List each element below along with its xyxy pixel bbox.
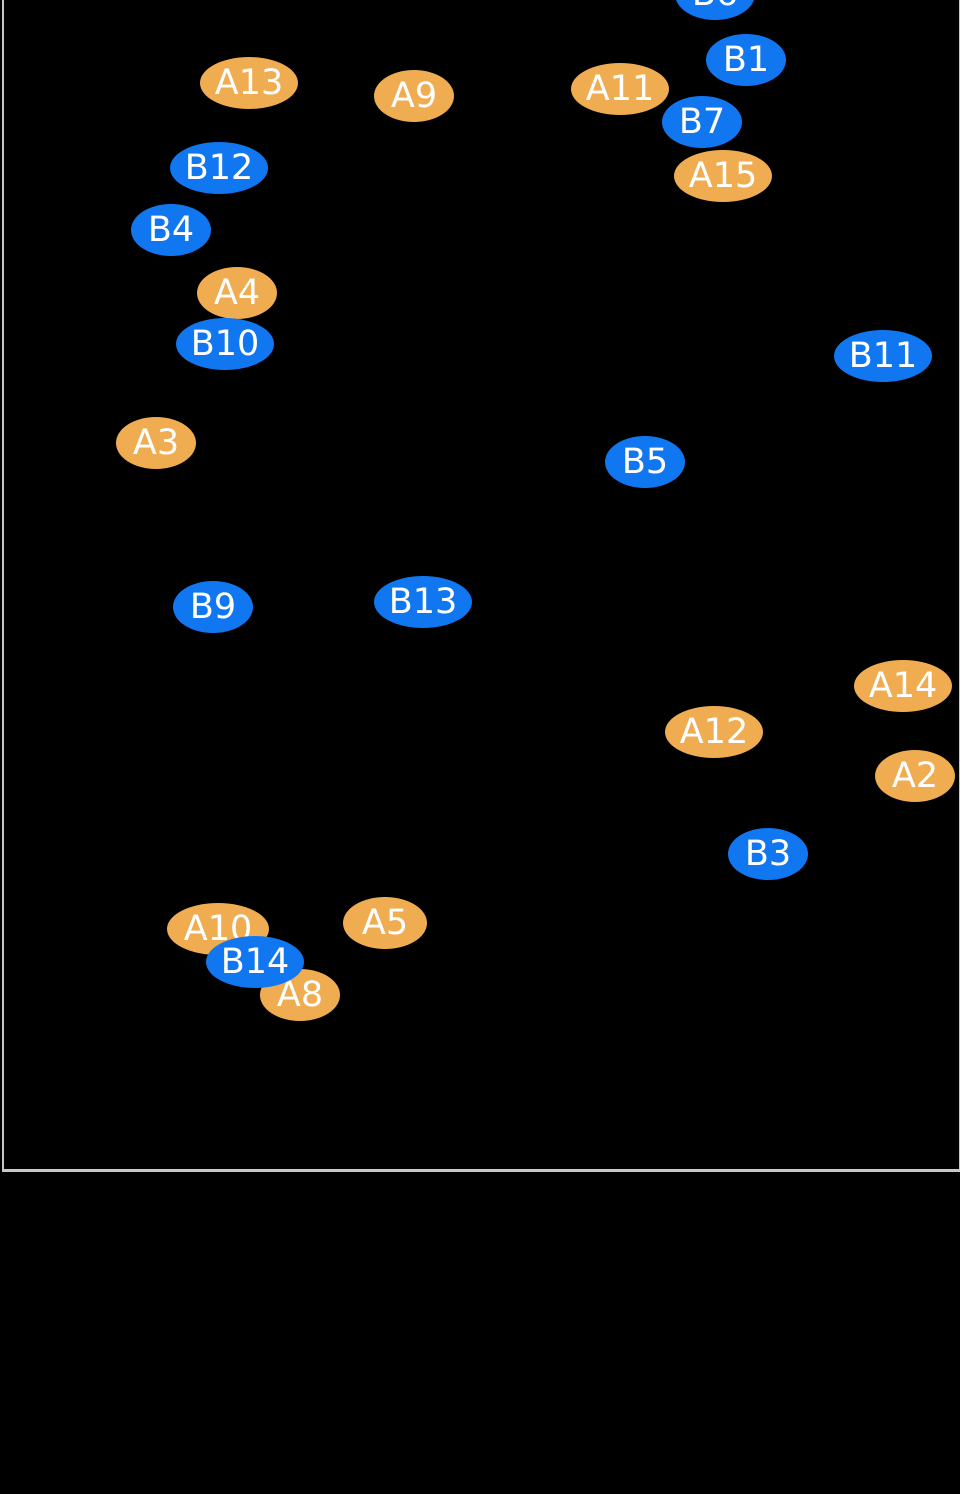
node-b5[interactable]: B5	[605, 436, 685, 488]
node-a9[interactable]: A9	[374, 70, 454, 122]
node-b9[interactable]: B9	[173, 581, 253, 633]
node-b7[interactable]: B7	[662, 96, 742, 148]
node-b3[interactable]: B3	[728, 828, 808, 880]
canvas-area[interactable]: B6 B1 A13 A9 A11 B7 B12 A15 B4 A4 B10 B1…	[2, 0, 960, 1172]
node-b12[interactable]: B12	[170, 142, 268, 194]
node-b13[interactable]: B13	[374, 576, 472, 628]
node-a2[interactable]: A2	[875, 750, 955, 802]
node-a14[interactable]: A14	[854, 660, 952, 712]
node-a3[interactable]: A3	[116, 417, 196, 469]
node-b14[interactable]: B14	[206, 936, 304, 988]
node-b11[interactable]: B11	[834, 330, 932, 382]
node-b4[interactable]: B4	[131, 204, 211, 256]
node-a12[interactable]: A12	[665, 706, 763, 758]
node-a11[interactable]: A11	[571, 63, 669, 115]
node-a13[interactable]: A13	[200, 57, 298, 109]
node-a15[interactable]: A15	[674, 150, 772, 202]
node-a5[interactable]: A5	[343, 897, 427, 949]
node-b1[interactable]: B1	[706, 34, 786, 86]
node-b10[interactable]: B10	[176, 318, 274, 370]
node-b6[interactable]: B6	[675, 0, 755, 20]
node-a4[interactable]: A4	[197, 267, 277, 319]
